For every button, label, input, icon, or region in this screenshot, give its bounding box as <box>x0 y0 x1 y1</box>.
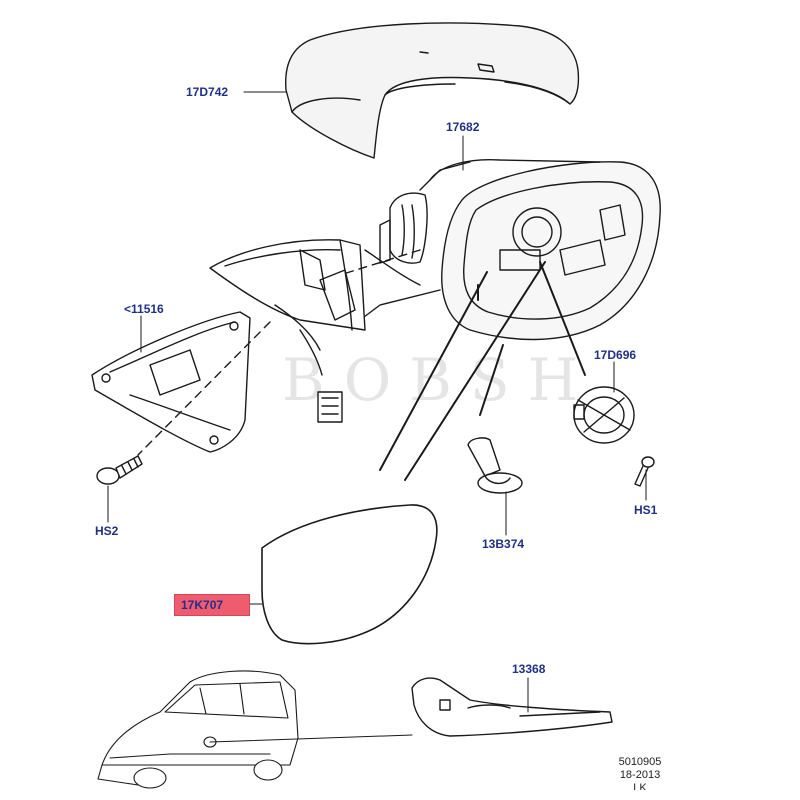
drawing-reference: 5010905 18-2013 LK <box>600 756 680 790</box>
label-screw-hs1: HS1 <box>634 503 658 517</box>
clip-shape <box>467 437 523 494</box>
label-mirror-glass: 17K707 <box>174 594 250 616</box>
mirror-cover-shape <box>285 22 580 159</box>
drawing-date: 18-2013 <box>619 769 661 781</box>
drawing-region: LK <box>633 782 647 790</box>
label-bracket: <11516 <box>124 302 164 316</box>
drawing-number: 5010905 <box>618 756 662 768</box>
indicator-shape <box>411 677 613 737</box>
leader-lines <box>107 91 647 743</box>
label-clip: 13B374 <box>482 537 525 551</box>
label-indicator: 13368 <box>512 662 546 676</box>
vehicle-thumbnail <box>97 670 299 789</box>
leader-vehicle <box>209 734 413 743</box>
motor-shape <box>573 386 635 444</box>
dashed-lines <box>137 249 421 456</box>
screw-hs2-shape <box>96 455 143 485</box>
bracket-shape <box>91 311 251 453</box>
mirror-glass-shape <box>261 504 438 645</box>
mirror-housing-shape <box>209 158 661 423</box>
label-screw-hs2: HS2 <box>95 524 119 538</box>
assembly-lines <box>379 261 586 481</box>
screw-hs1-shape <box>634 456 655 487</box>
label-mirror-housing: 17682 <box>446 120 480 134</box>
label-mirror-cover: 17D742 <box>186 85 229 99</box>
label-motor: 17D696 <box>594 348 637 362</box>
